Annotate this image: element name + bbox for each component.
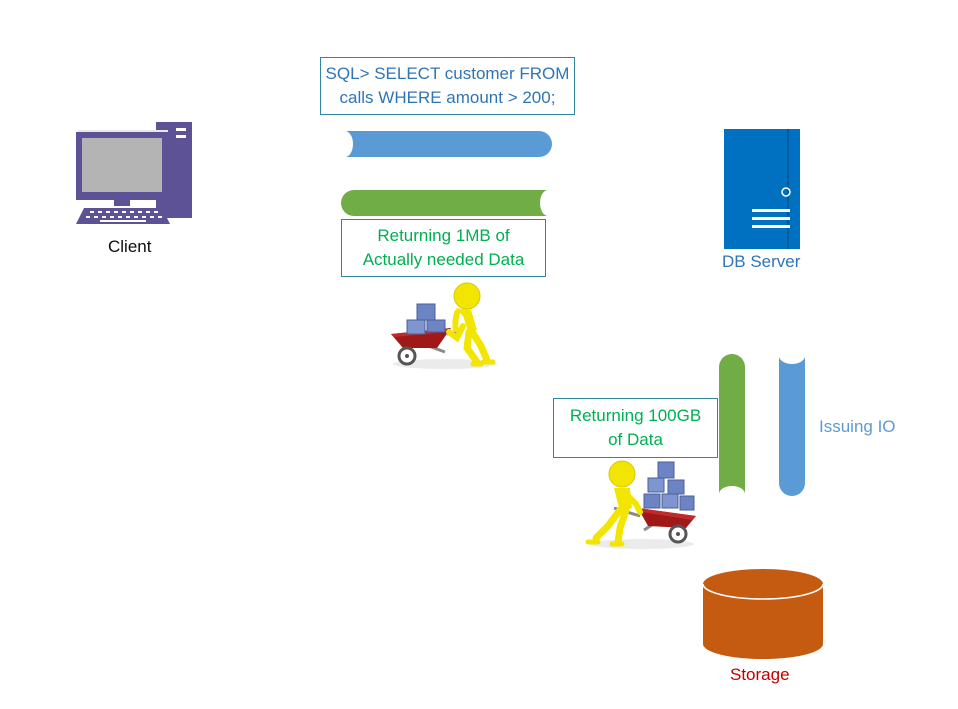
query-line-1: SQL> SELECT customer FROM [325,64,570,83]
query-line-2: calls WHERE amount > 200; [339,88,556,107]
return-storage-line-2: of Data [608,430,663,449]
query-box: SQL> SELECT customer FROM calls WHERE am… [320,57,575,115]
io-down-arrow [779,356,805,496]
return-client-line-2: Actually needed Data [362,250,525,269]
storage-label: Storage [730,665,790,684]
worker-wheelbarrow-small-icon [391,282,497,369]
db-server-label: DB Server [722,252,801,271]
issuing-io-label: Issuing IO [819,417,896,436]
server-icon [724,129,800,249]
data-up-arrow [719,354,745,494]
client-label: Client [108,237,152,256]
return-client-line-1: Returning 1MB of [377,226,510,245]
storage-cylinder-icon [702,569,824,659]
request-arrow [345,131,552,157]
computer-icon [76,122,192,224]
response-arrow [341,190,548,216]
return-client-box: Returning 1MB of Actually needed Data [341,219,546,277]
return-storage-line-1: Returning 100GB [569,406,702,425]
return-storage-box: Returning 100GB of Data [553,398,718,458]
worker-wheelbarrow-large-icon [585,460,696,549]
